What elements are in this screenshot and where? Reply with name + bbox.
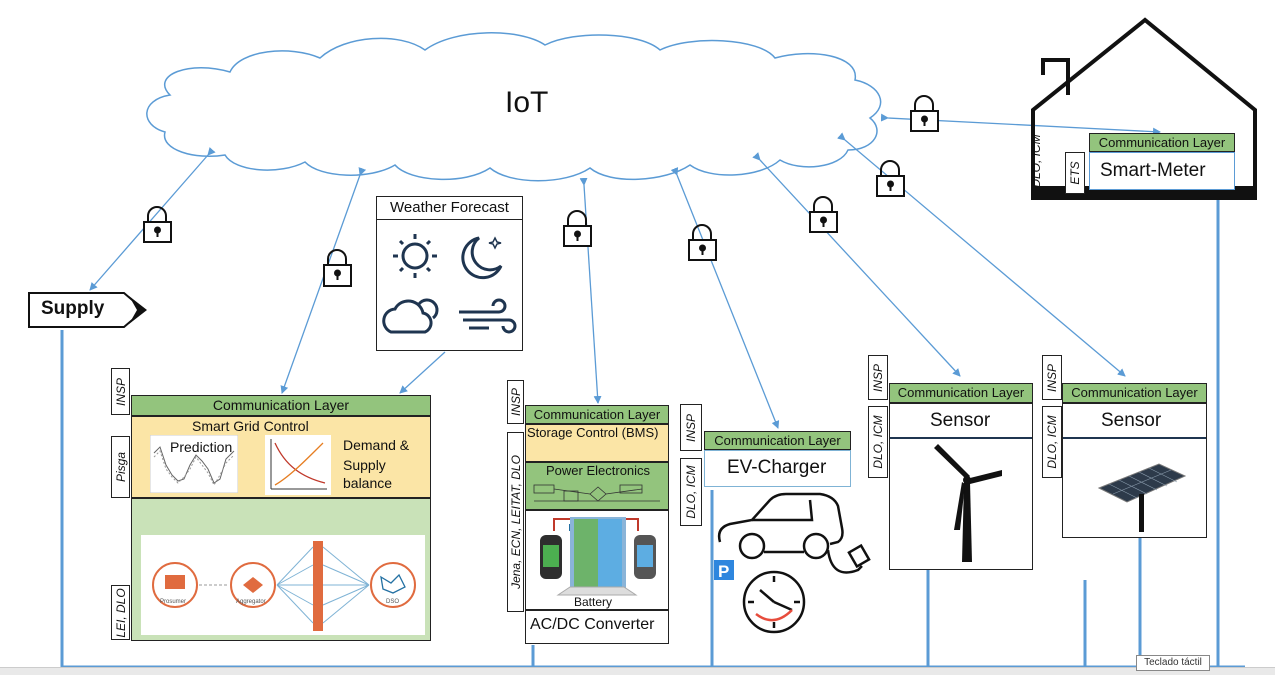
ev-title-box: EV-Charger — [704, 450, 851, 487]
sensor2-insp-label: INSP — [1042, 355, 1062, 400]
prediction-chart — [150, 435, 238, 493]
circuit-drawing — [533, 484, 660, 502]
business-model-diagram: Prosumer Aggregator DSO — [141, 535, 425, 635]
lock-icon — [809, 196, 838, 233]
house-dlo-label: DLO, ICM — [1029, 134, 1043, 188]
dso-label: DSO — [386, 599, 400, 605]
parking-sign — [714, 560, 734, 580]
bms-panel: Storage Control (BMS) — [525, 424, 669, 462]
wind-turbine-icon — [934, 444, 1002, 562]
iot-label: IoT — [505, 86, 549, 119]
ev-charger-illustration: P — [714, 492, 871, 634]
lock-icon — [563, 210, 592, 247]
wind-icon — [459, 298, 517, 334]
sensor2-title: Sensor — [1101, 410, 1162, 431]
smart-meter-box: Smart-Meter — [1089, 152, 1235, 190]
clock-icon — [742, 570, 806, 634]
storage-partners-label: Jena, ECN, LEITAT, DLO — [507, 432, 524, 612]
sensor1-dlo-label: DLO, ICM — [868, 406, 888, 478]
ev-comm-layer: Communication Layer — [704, 431, 851, 450]
converter-panel: AC/DC Converter — [525, 610, 669, 644]
parking-letter: P — [718, 562, 729, 581]
ev-insp-label: INSP — [680, 404, 702, 451]
lock-icon — [323, 249, 352, 287]
plug-icon — [826, 543, 871, 574]
house-comm-layer: Communication Layer — [1089, 133, 1235, 152]
car-icon — [717, 492, 844, 560]
smart-meter-title: Smart-Meter — [1100, 160, 1206, 181]
battery-label: Battery — [574, 595, 613, 609]
sun-icon — [393, 234, 437, 278]
sensor2-dlo-label: DLO, ICM — [1042, 406, 1062, 478]
smart-grid-comm-layer: Communication Layer — [131, 395, 431, 416]
smart-grid-control-panel: Smart Grid Control Prediction Demand & S… — [131, 416, 431, 498]
demand-label-1: Demand & — [343, 437, 410, 453]
demand-label-3: balance — [343, 475, 393, 491]
moon-icon — [461, 236, 503, 280]
lock-icon — [143, 206, 172, 243]
cloud-sun-icon — [382, 298, 439, 334]
lock-icon — [910, 95, 939, 132]
lock-icon — [876, 160, 905, 197]
battery-panel: Battery — [525, 510, 669, 610]
sensor1-comm-layer: Communication Layer — [889, 383, 1033, 403]
sensor2-comm-layer: Communication Layer — [1062, 383, 1207, 403]
sensor1-panel: Sensor — [889, 403, 1033, 570]
weather-icons — [382, 234, 517, 334]
prosumer-label: Prosumer — [160, 599, 187, 605]
power-electronics-panel: Power Electronics — [525, 462, 669, 510]
smart-grid-control-title: Smart Grid Control — [192, 418, 309, 434]
supply-sign[interactable] — [26, 290, 152, 332]
sensor1-insp-label: INSP — [868, 355, 888, 400]
solar-panel-icon — [1097, 463, 1187, 532]
smart-grid-insp-label: INSP — [111, 368, 130, 415]
bms-label: Storage Control (BMS) — [527, 425, 659, 440]
ev-title: EV-Charger — [727, 457, 827, 478]
power-electronics-label: Power Electronics — [546, 463, 651, 478]
battery-drawing — [540, 517, 656, 596]
demand-label-2: Supply — [343, 457, 386, 473]
sensor1-title: Sensor — [930, 410, 991, 431]
storage-insp-label: INSP — [507, 380, 524, 424]
prediction-label: Prediction — [170, 439, 233, 455]
smart-grid-lei-label: LEI, DLO — [111, 585, 130, 640]
taskbar — [0, 667, 1275, 675]
smart-grid-pisga-label: Pisga — [111, 436, 130, 498]
sensor2-panel: Sensor — [1062, 403, 1207, 538]
aggregator-label: Aggregator — [236, 599, 266, 605]
converter-label: AC/DC Converter — [530, 616, 655, 633]
supply-label: Supply — [41, 298, 105, 319]
weather-title: Weather Forecast — [377, 197, 522, 220]
demand-supply-chart — [265, 435, 331, 495]
ev-dlo-label: DLO, ICM — [680, 458, 702, 526]
touch-keyboard-tooltip: Teclado táctil — [1136, 655, 1210, 671]
storage-comm-layer: Communication Layer — [525, 405, 669, 424]
business-model-panel: Prosumer Aggregator DSO — [131, 498, 431, 641]
weather-forecast-panel: Weather Forecast — [376, 196, 523, 351]
lock-icon — [688, 224, 717, 261]
ets-label: ETS — [1065, 152, 1085, 194]
